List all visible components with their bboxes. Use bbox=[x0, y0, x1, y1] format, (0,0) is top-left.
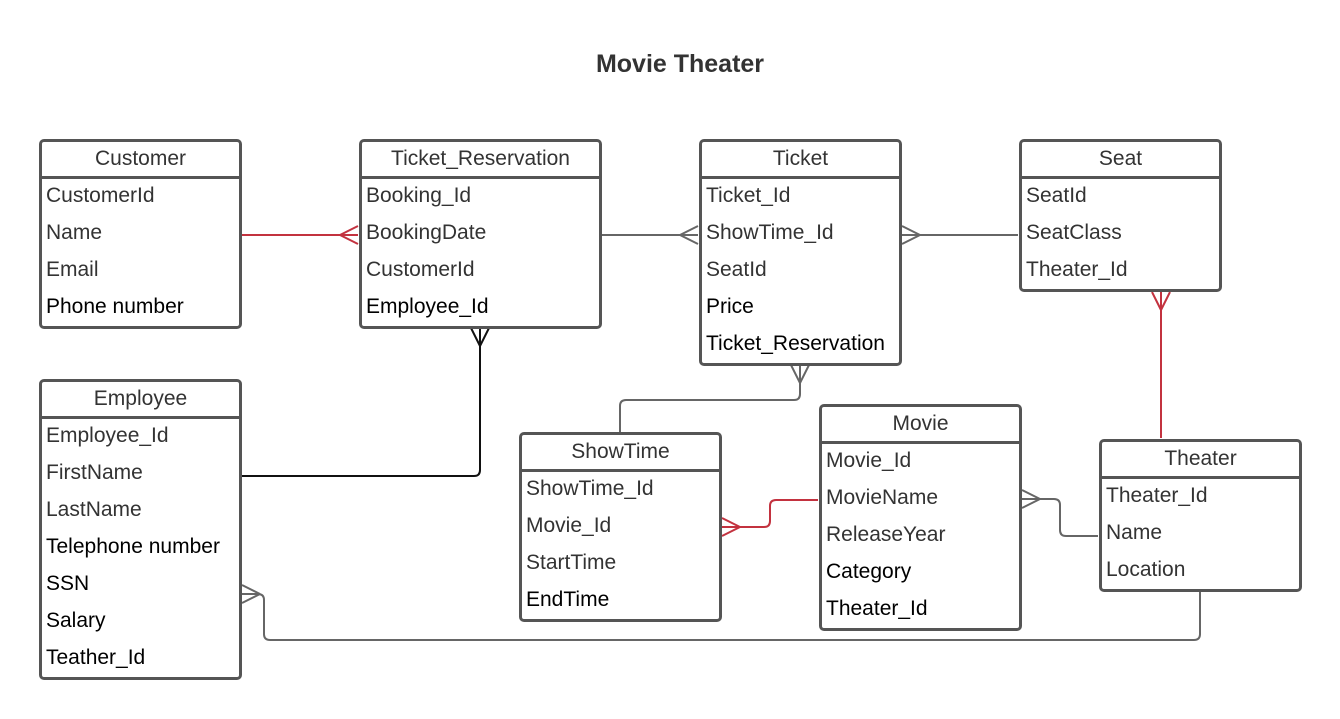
entity-employee-attribute: Employee_Id bbox=[46, 424, 169, 447]
relationship-movie-theater bbox=[1021, 489, 1098, 537]
entity-employee-attribute: Teather_Id bbox=[46, 646, 146, 669]
entity-showtime-attribute: StartTime bbox=[526, 551, 617, 574]
entity-ticket-attribute: ShowTime_Id bbox=[706, 221, 834, 244]
relationship-ticket-reservation-ticket bbox=[602, 225, 699, 245]
diagram-title: Movie Theater bbox=[595, 50, 765, 78]
entity-theater-attribute: Theater_Id bbox=[1106, 484, 1208, 507]
relationship-customer-ticket-reservation bbox=[242, 225, 359, 245]
entity-customer-title: Customer bbox=[42, 142, 239, 179]
entity-ticket-attribute: Ticket_Reservation bbox=[706, 332, 885, 355]
entity-ticket-reservation-attribute: BookingDate bbox=[366, 221, 487, 244]
entity-customer-attribute: Name bbox=[46, 221, 103, 244]
entity-movie-attribute: Movie_Id bbox=[826, 449, 912, 472]
relationship-showtime-movie bbox=[721, 499, 818, 537]
entity-showtime-attribute: Movie_Id bbox=[526, 514, 612, 537]
entity-theater[interactable]: Theater Theater_Id Name Location bbox=[1099, 439, 1302, 592]
relationship-seat-theater bbox=[1151, 291, 1171, 438]
entity-ticket-reservation-attribute: Employee_Id bbox=[366, 295, 489, 318]
entity-ticket-attribute: SeatId bbox=[706, 258, 767, 281]
entity-customer[interactable]: Customer CustomerId Name Email Phone num… bbox=[39, 139, 242, 329]
entity-employee-attribute: Telephone number bbox=[46, 535, 220, 558]
entity-ticket-reservation-attribute: Booking_Id bbox=[366, 184, 472, 207]
entity-showtime-attribute: EndTime bbox=[526, 588, 610, 611]
entity-theater-attribute: Location bbox=[1106, 558, 1186, 581]
entity-customer-attribute: Phone number bbox=[46, 295, 184, 318]
entity-theater-attribute: Name bbox=[1106, 521, 1163, 544]
entity-ticket-attribute: Price bbox=[706, 295, 754, 318]
entity-employee-attribute: SSN bbox=[46, 572, 90, 595]
entity-showtime-attribute: ShowTime_Id bbox=[526, 477, 654, 500]
entity-seat[interactable]: Seat SeatId SeatClass Theater_Id bbox=[1019, 139, 1222, 292]
entity-theater-title: Theater bbox=[1102, 442, 1299, 479]
entity-ticket-attribute: Ticket_Id bbox=[706, 184, 791, 207]
entity-seat-attribute: Theater_Id bbox=[1026, 258, 1128, 281]
entity-showtime-title: ShowTime bbox=[522, 435, 719, 472]
entity-movie-attribute: ReleaseYear bbox=[826, 523, 946, 546]
entity-employee-attribute: LastName bbox=[46, 498, 142, 521]
entity-seat-attribute: SeatClass bbox=[1026, 221, 1122, 244]
entity-movie-title: Movie bbox=[822, 407, 1019, 444]
entity-showtime[interactable]: ShowTime ShowTime_Id Movie_Id StartTime … bbox=[519, 432, 722, 622]
entity-employee-title: Employee bbox=[42, 382, 239, 419]
entity-ticket-reservation-attribute: CustomerId bbox=[366, 258, 475, 281]
relationship-employee-ticket-reservation bbox=[242, 327, 490, 477]
entity-movie-attribute: Theater_Id bbox=[826, 597, 928, 620]
entity-employee[interactable]: Employee Employee_Id FirstName LastName … bbox=[39, 379, 242, 680]
entity-employee-attribute: Salary bbox=[46, 609, 106, 632]
relationship-showtime-ticket bbox=[619, 364, 810, 432]
entity-ticket[interactable]: Ticket Ticket_Id ShowTime_Id SeatId Pric… bbox=[699, 139, 902, 366]
entity-customer-attribute: Email bbox=[46, 258, 99, 281]
entity-seat-title: Seat bbox=[1022, 142, 1219, 179]
entity-seat-attribute: SeatId bbox=[1026, 184, 1087, 207]
entity-movie[interactable]: Movie Movie_Id MovieName ReleaseYear Cat… bbox=[819, 404, 1022, 631]
entity-employee-attribute: FirstName bbox=[46, 461, 143, 484]
entity-ticket-title: Ticket bbox=[702, 142, 899, 179]
entity-customer-attribute: CustomerId bbox=[46, 184, 155, 207]
entity-ticket-reservation[interactable]: Ticket_Reservation Booking_Id BookingDat… bbox=[359, 139, 602, 329]
entity-movie-attribute: Category bbox=[826, 560, 912, 583]
entity-ticket-reservation-title: Ticket_Reservation bbox=[362, 142, 599, 179]
entity-movie-attribute: MovieName bbox=[826, 486, 939, 509]
relationship-ticket-seat bbox=[901, 225, 1018, 245]
relationship-employee-theater bbox=[241, 584, 1201, 641]
